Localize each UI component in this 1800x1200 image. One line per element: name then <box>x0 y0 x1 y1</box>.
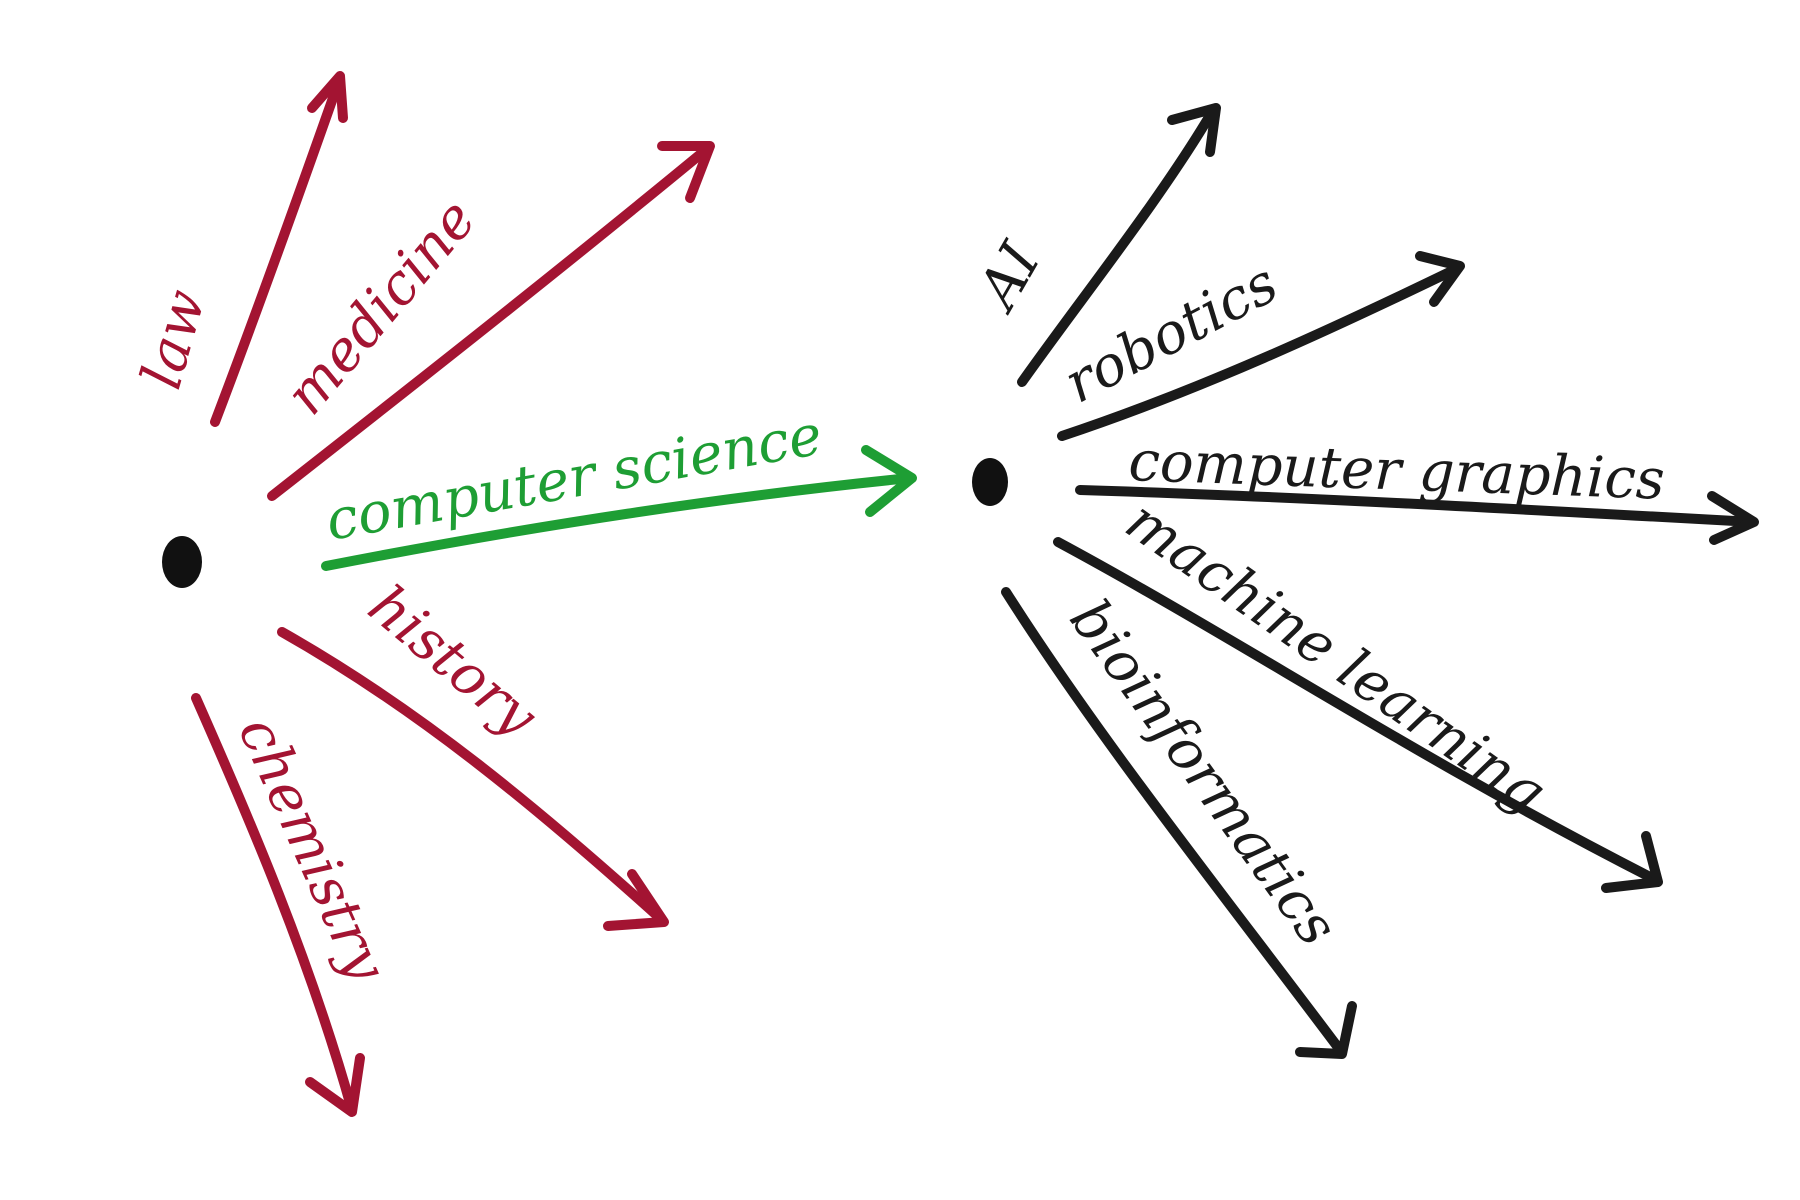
right-start-node <box>972 458 1008 506</box>
branch-history-arrowhead <box>603 869 669 931</box>
branch-computer-graphics-label: computer graphics <box>1128 429 1666 513</box>
branch-computer-science-line <box>321 473 915 571</box>
branch-computer-graphics-line <box>1075 485 1757 527</box>
branch-medicine-label: medicine <box>273 187 489 427</box>
branch-chemistry-label: chemistry <box>225 707 399 992</box>
branch-machine-learning-line <box>1053 537 1661 885</box>
branch-chemistry-line <box>191 693 357 1115</box>
branch-robotics: robotics <box>1054 251 1465 441</box>
branch-machine-learning-arrowhead <box>1601 831 1663 893</box>
branch-computer-graphics-arrowhead <box>1707 491 1759 545</box>
branch-medicine-arrowhead <box>657 141 715 203</box>
branch-robotics-line <box>1057 263 1463 441</box>
branch-computer-science-label: computer science <box>321 403 827 554</box>
branch-bioinformatics-arrowhead <box>1295 1001 1357 1059</box>
branch-history-label: history <box>356 573 550 751</box>
left-start-node <box>162 536 202 588</box>
branch-ai-line <box>1017 107 1217 387</box>
branch-bioinformatics-line <box>1001 587 1345 1055</box>
branch-chemistry-arrowhead <box>305 1053 365 1117</box>
branch-law-line <box>210 73 345 427</box>
branch-computer-science: computer science <box>321 403 917 571</box>
branch-ai-label: AI <box>963 231 1054 324</box>
branch-robotics-arrowhead <box>1415 251 1465 307</box>
branch-law-arrowhead <box>307 71 348 123</box>
branch-history-line <box>277 627 667 925</box>
branch-medicine-line <box>267 143 713 501</box>
branch-computer-science-arrowhead <box>861 445 917 517</box>
branch-law-label: law <box>129 283 219 396</box>
branch-chemistry: chemistry <box>191 693 400 1117</box>
branch-ai-arrowhead <box>1167 103 1221 157</box>
